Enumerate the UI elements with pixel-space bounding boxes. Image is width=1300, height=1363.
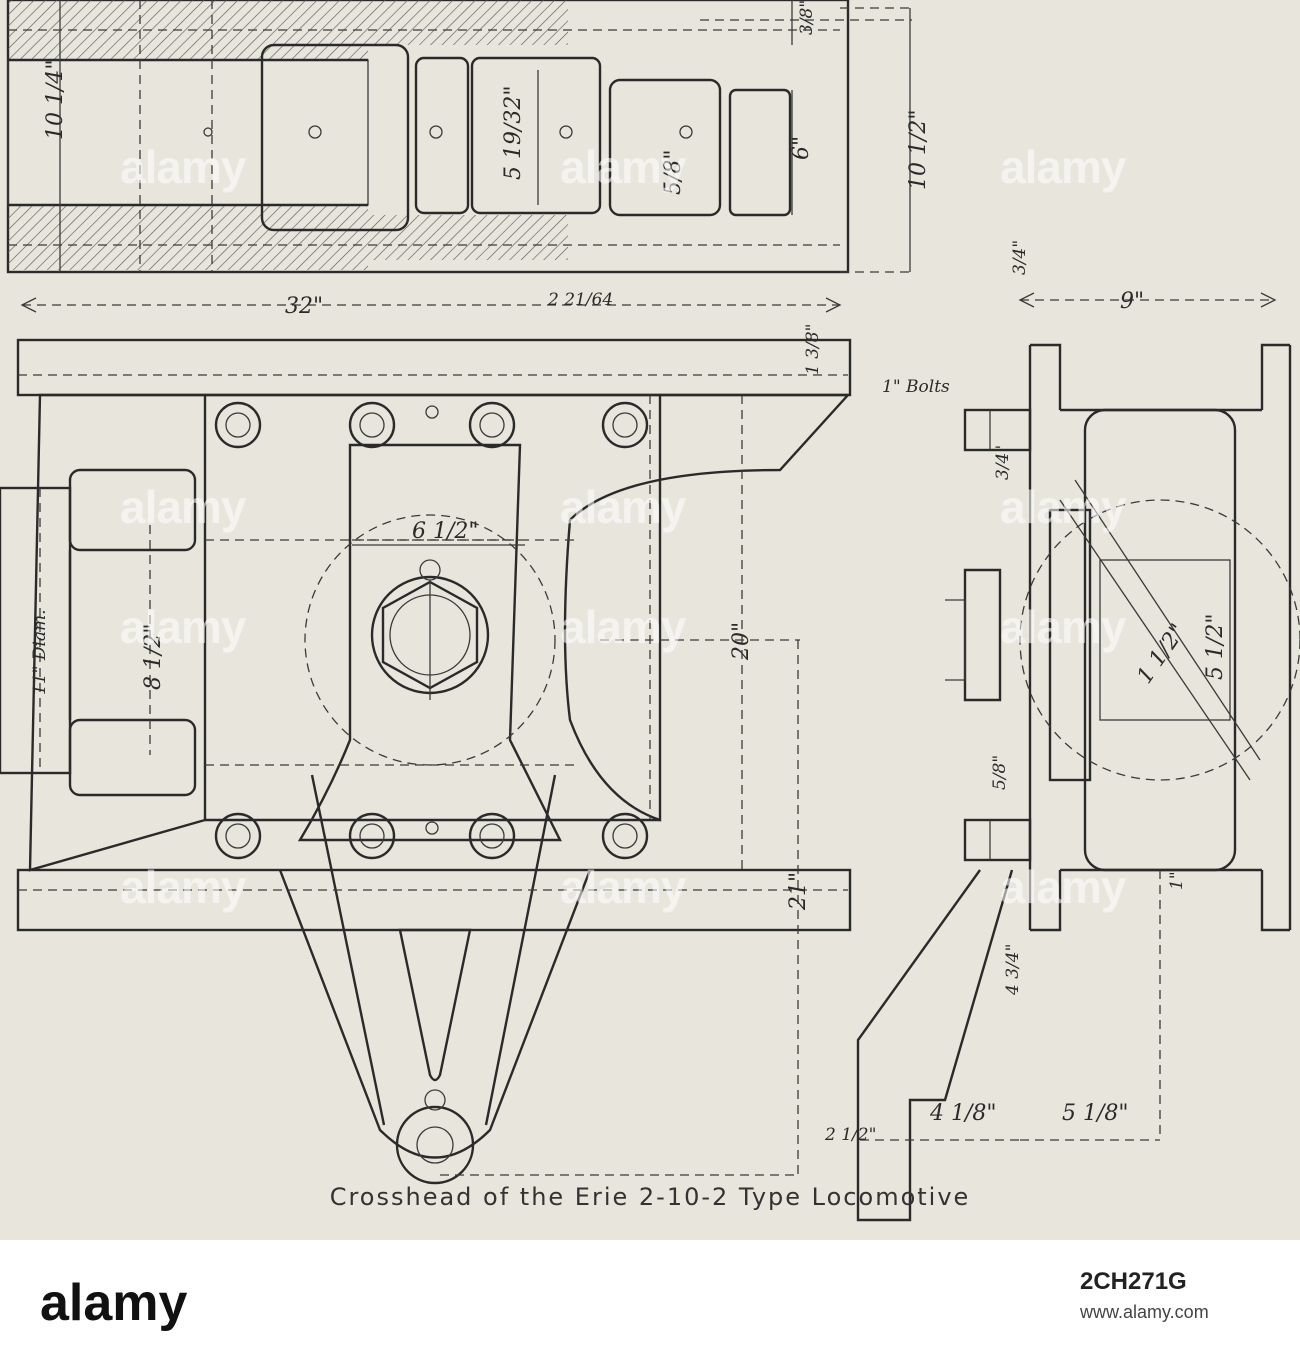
dim-5-8: 5/8": [661, 149, 686, 195]
dim-5-1-8: 5 1/8": [1062, 1101, 1129, 1126]
alamy-logo: alamy: [40, 1274, 188, 1332]
dim-32: 32": [285, 294, 323, 319]
dim-21: 21": [786, 872, 811, 911]
drawing-plate: 10 1/4" 5 19/32" 5/8" 6" 3/8" 10 1/2" 32…: [0, 0, 1300, 1240]
dim-5-8-side: 5/8": [990, 755, 1010, 790]
image-id: 2CH271G: [1080, 1268, 1187, 1295]
dim-1-3-8: 1 3/8": [803, 324, 823, 375]
footer-bar: [0, 1240, 1300, 1363]
crosshead-drawing: 10 1/4" 5 19/32" 5/8" 6" 3/8" 10 1/2" 32…: [0, 0, 1300, 1222]
dim-2-1-2: 2 1/2": [824, 1125, 876, 1145]
dim-4-1-8: 4 1/8": [929, 1101, 997, 1126]
plan-view: 10 1/4" 5 19/32" 5/8" 6" 3/8" 10 1/2": [6, 0, 931, 274]
bolt-row-bottom: [214, 812, 649, 860]
dim-1-1-2: 1 1/2": [1132, 620, 1191, 689]
elevation-view: 20" 21" 1 3/8" 6 1/2": [16, 324, 852, 1185]
dim-5-19-32: 5 19/32": [501, 85, 526, 180]
site-url: www.alamy.com: [1080, 1302, 1209, 1322]
dim-3-4-top: 3/4": [1010, 240, 1030, 275]
dim-3-8: 3/8": [797, 0, 817, 35]
dim-10-1-2: 10 1/2": [906, 109, 931, 190]
dim-1: 1": [1167, 871, 1187, 890]
alamy-logo-text: alamy: [40, 1274, 188, 1332]
dimension-32: 32" 2 21/64: [20, 290, 842, 319]
dim-6-1-2: 6 1/2": [412, 519, 479, 544]
figure-caption: Crosshead of the Erie 2-10-2 Type Locomo…: [329, 1183, 971, 1211]
dim-11-diam: 11" Diam.: [30, 609, 50, 695]
side-view: 9" 3/4" 1" Bolts 3/4" 1 1/2" 5 1/2" 5/8"…: [824, 240, 1300, 1222]
dim-1-bolts: 1" Bolts: [882, 377, 950, 397]
dim-20: 20": [729, 622, 754, 661]
dim-9: 9": [1120, 289, 1144, 314]
dim-8-1-2: 8 1/2": [141, 623, 166, 690]
dim-4-3-4: 4 3/4": [1003, 944, 1023, 996]
dim-3-4-side: 3/4": [993, 445, 1013, 480]
dim-10-1-4: 10 1/4": [43, 59, 68, 140]
dim-2-21-64: 2 21/64: [547, 290, 613, 310]
pin-end-view: 11" Diam. 8 1/2": [0, 468, 197, 797]
dim-5-1-2: 5 1/2": [1203, 613, 1228, 680]
bolt-row-top: [214, 401, 649, 449]
dim-6: 6": [789, 136, 814, 160]
